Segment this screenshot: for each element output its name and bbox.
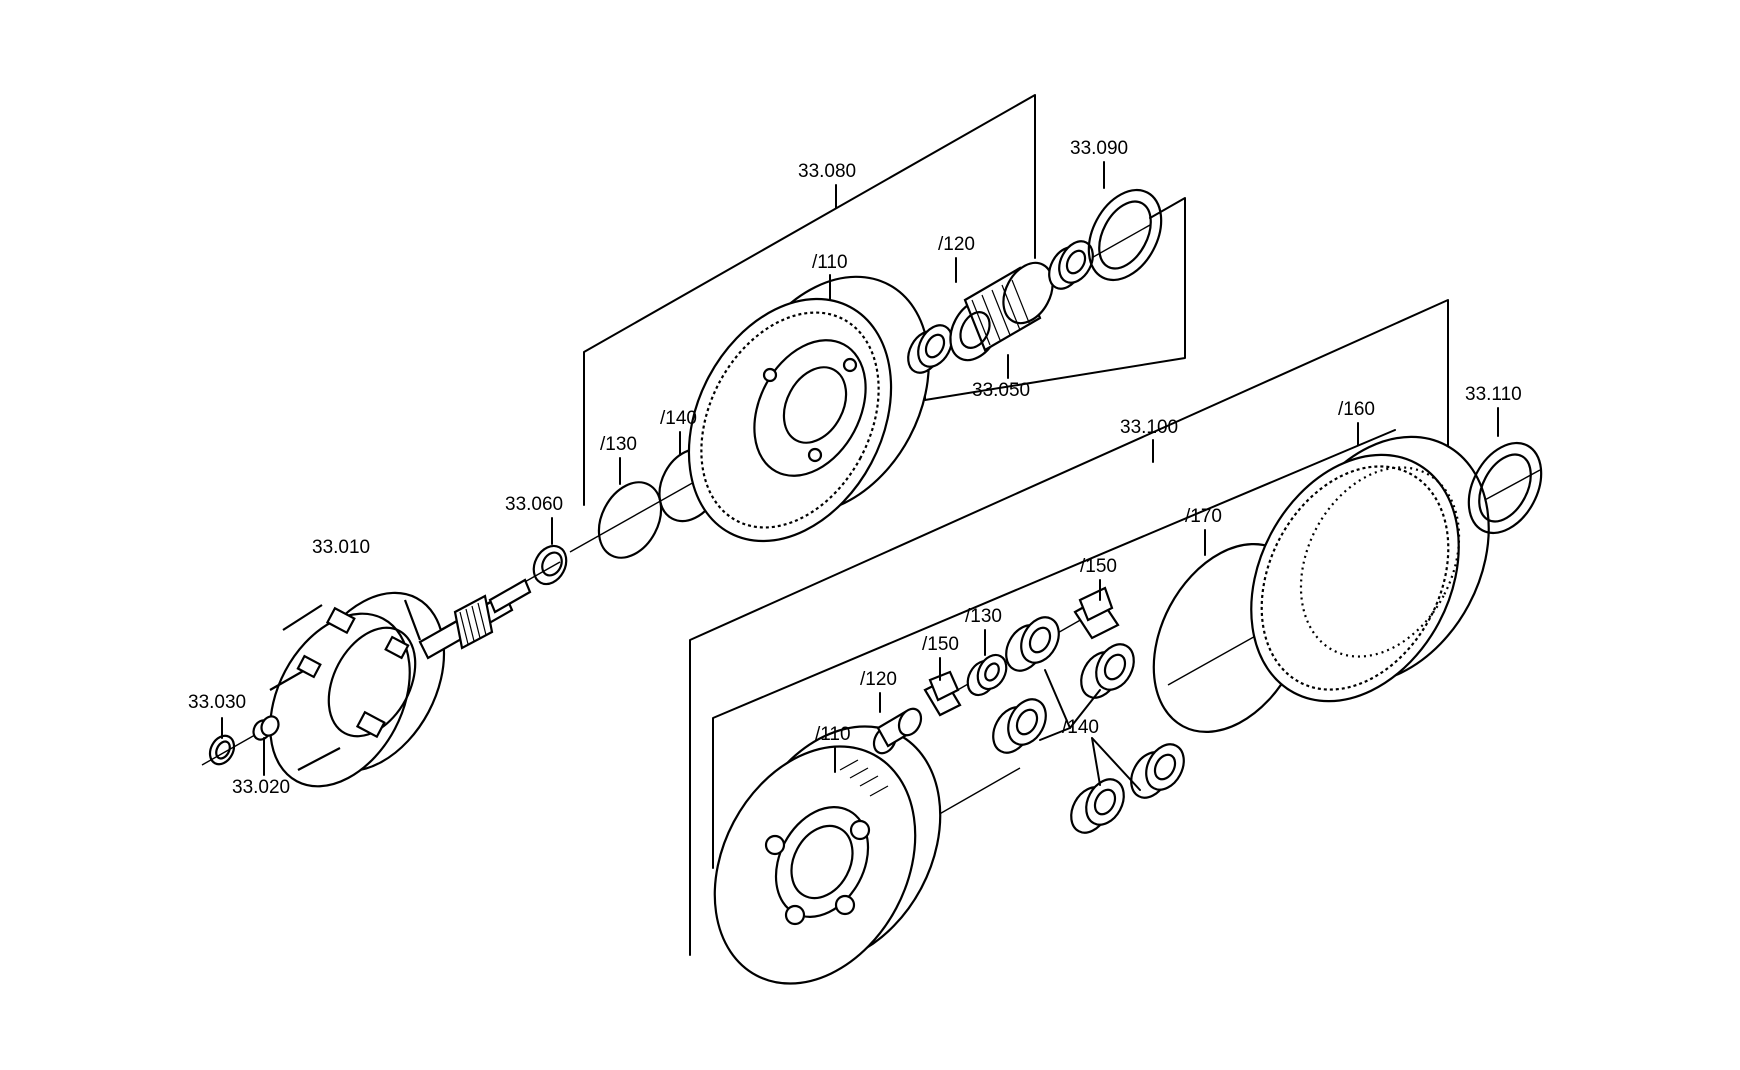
label-b120: /120 bbox=[860, 669, 897, 690]
ring-33-060 bbox=[532, 544, 568, 586]
bracket-33-050 bbox=[924, 197, 1186, 401]
label-a110: /110 bbox=[812, 252, 848, 273]
pin-b120 bbox=[872, 707, 923, 755]
planet-gear-b140-2 bbox=[1080, 643, 1135, 699]
bearing-upper-right bbox=[1048, 240, 1094, 290]
label-b150-right: /150 bbox=[1080, 556, 1117, 577]
planet-gear-b140-5 bbox=[1130, 743, 1185, 799]
sleeve-33-020 bbox=[252, 715, 280, 741]
label-33-110: 33.110 bbox=[1465, 384, 1522, 405]
gear-drum-a110 bbox=[687, 275, 930, 543]
label-b150-left: /150 bbox=[922, 634, 959, 655]
label-a130: /130 bbox=[600, 434, 637, 455]
snap-ring-a130 bbox=[597, 481, 663, 559]
label-a140: /140 bbox=[660, 408, 697, 429]
label-33-050: 33.050 bbox=[972, 380, 1030, 401]
label-33-090: 33.090 bbox=[1070, 138, 1128, 159]
carrier-b110 bbox=[713, 725, 942, 985]
planet-gear-b140-1 bbox=[1005, 616, 1060, 672]
label-a120: /120 bbox=[938, 234, 975, 255]
label-33-020: 33.020 bbox=[232, 777, 290, 798]
washer-33-090 bbox=[1087, 188, 1163, 282]
bearing-upper-small bbox=[907, 324, 953, 374]
plate-b150-right bbox=[1073, 586, 1120, 640]
washer-33-110 bbox=[1467, 441, 1543, 535]
snap-ring-33-030 bbox=[208, 734, 236, 766]
gear-b130 bbox=[966, 653, 1008, 697]
label-b130: /130 bbox=[965, 606, 1002, 627]
label-b160: /160 bbox=[1338, 399, 1375, 420]
label-33-060: 33.060 bbox=[505, 494, 563, 515]
label-33-010: 33.010 bbox=[312, 537, 370, 558]
planet-gear-b140-3 bbox=[992, 698, 1047, 754]
bracket-33-100-inner bbox=[712, 429, 1396, 869]
bracket-33-080 bbox=[583, 94, 1036, 506]
leader-b140 bbox=[1039, 669, 1141, 791]
label-33-100: 33.100 bbox=[1120, 417, 1178, 438]
label-b140: /140 bbox=[1062, 717, 1099, 738]
bracket-33-100 bbox=[689, 299, 1449, 956]
ring-gear-b160 bbox=[1250, 435, 1490, 703]
pinion-a120 bbox=[949, 261, 1054, 362]
label-33-080: 33.080 bbox=[798, 161, 856, 182]
label-33-030: 33.030 bbox=[188, 692, 246, 713]
drum-33-010 bbox=[269, 578, 532, 788]
plate-b150-left bbox=[923, 670, 962, 717]
label-b110: /110 bbox=[815, 724, 851, 745]
planet-gear-b140-4 bbox=[1070, 778, 1125, 834]
label-b170: /170 bbox=[1185, 506, 1222, 527]
